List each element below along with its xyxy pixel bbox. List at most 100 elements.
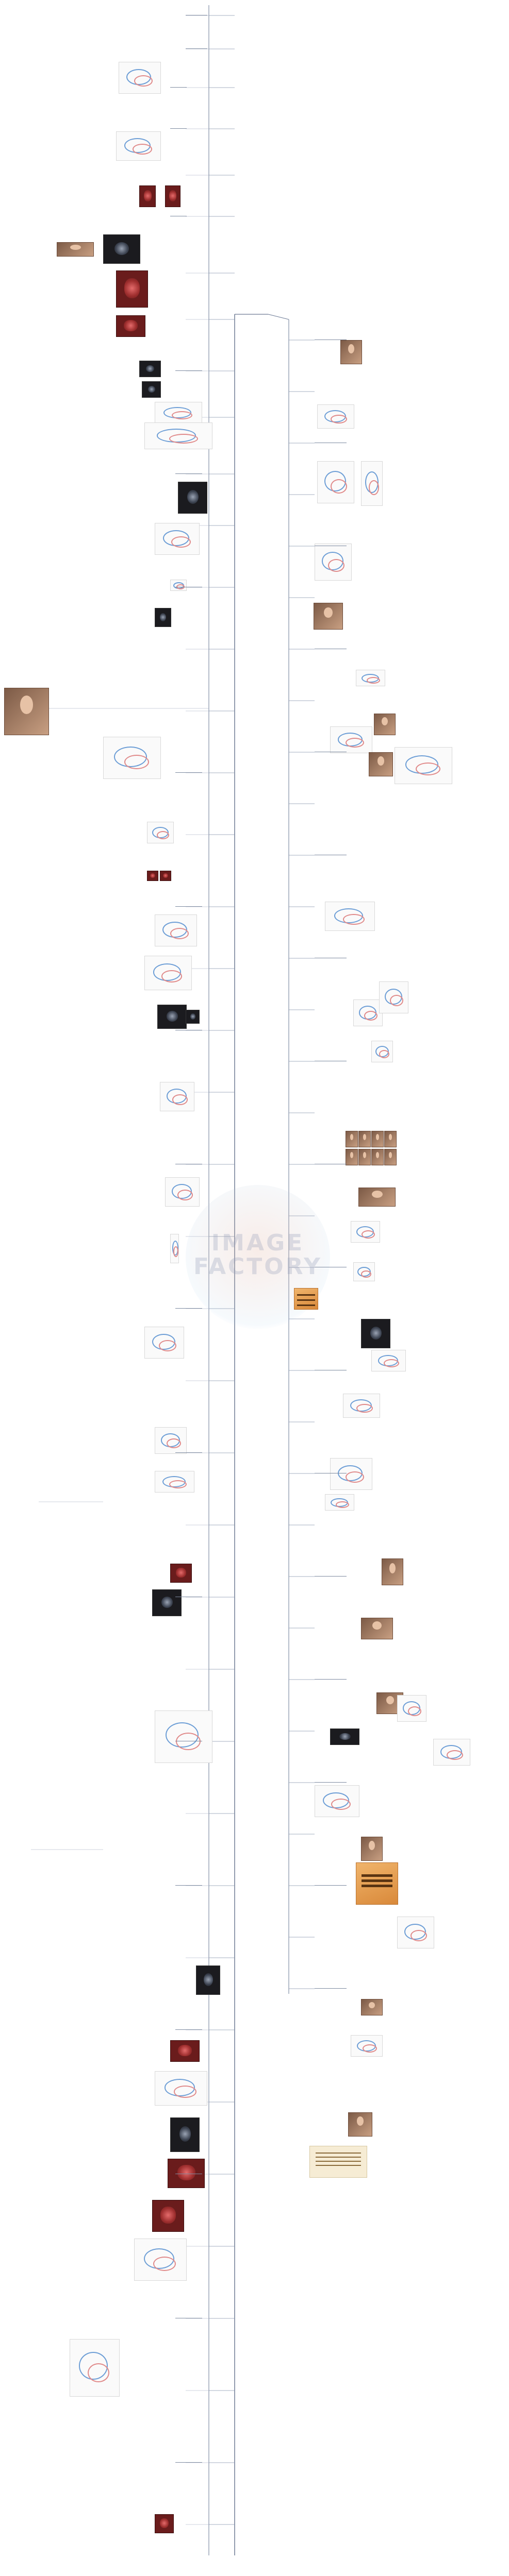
- thumb-ct-2: [186, 1010, 200, 1024]
- thumb-skull-xray: [196, 1965, 220, 1995]
- thumb-blue-ear: [330, 1458, 372, 1490]
- mindmap-node: [175, 2026, 202, 2030]
- thumb-face-1: [346, 1131, 358, 1147]
- thumb-cortex-stain: [168, 2159, 205, 2188]
- mindmap-node: [315, 1470, 347, 1473]
- mindmap-node: [315, 1367, 347, 1370]
- thumb-retina-photo-2: [165, 185, 180, 207]
- thumb-eye-sketch: [397, 1695, 426, 1722]
- thumb-labels-table: [371, 1350, 406, 1371]
- thumb-wave-sketch: [160, 1082, 194, 1111]
- thumb-face-2: [358, 1131, 371, 1147]
- thumb-grid-diagram: [144, 956, 192, 990]
- thumb-dots-diagram: [103, 737, 161, 779]
- thumb-ear-photo: [314, 603, 343, 630]
- thumb-flow-1: [351, 1221, 380, 1243]
- thumb-curve-sketch: [397, 1917, 434, 1948]
- mindmap-node: [315, 955, 347, 958]
- thumb-inner-ear: [317, 404, 354, 429]
- thumb-eye-diagram-2: [116, 131, 161, 161]
- thumb-coil: [155, 1427, 187, 1454]
- thumb-mri-2: [142, 381, 161, 398]
- thumb-skull-sketch: [379, 981, 408, 1013]
- thumb-blue-sketch: [351, 2035, 383, 2057]
- thumb-face-7: [371, 1149, 384, 1165]
- thumb-hand-photo: [358, 1188, 396, 1207]
- thumb-ear-external: [340, 340, 362, 364]
- thumb-cream-note: [309, 2146, 367, 2178]
- thumb-eye-anatomy: [116, 270, 148, 308]
- thumb-pink-diagram: [433, 1739, 470, 1766]
- thumb-small-icons: [325, 1494, 354, 1511]
- thumb-notes-blue: [330, 726, 372, 753]
- thumb-flow-2: [353, 1262, 375, 1281]
- thumb-mid-diagram: [147, 822, 174, 843]
- mindmap-node: [170, 125, 187, 129]
- mindmap-node: [315, 1573, 347, 1577]
- thumb-pillar: [170, 1234, 179, 1263]
- right-spine-top: [268, 314, 289, 320]
- mindmap-node: [315, 1779, 347, 1783]
- thumb-woman-photo: [361, 1837, 383, 1861]
- mindmap-node: [175, 903, 202, 907]
- mindmap-node: [170, 213, 187, 216]
- thumb-face-photo-bottom: [348, 2112, 372, 2137]
- mindmap-node: [175, 1305, 202, 1309]
- thumb-ear-anatomy: [4, 688, 49, 735]
- thumb-ear-closeup: [382, 1558, 403, 1585]
- mindmap-node: [315, 1161, 347, 1164]
- thumb-graph-1: [155, 914, 197, 946]
- thumb-cortex-scan: [170, 2117, 200, 2152]
- mindmap-node: [315, 1985, 347, 1989]
- thumb-retina-dark: [178, 482, 207, 514]
- mindmap-node: [175, 1882, 202, 1886]
- mindmap-node: [175, 584, 202, 587]
- thumb-head-bottom: [155, 2514, 174, 2533]
- thumb-sketch-long: [155, 402, 202, 423]
- mindmap-node: [315, 1676, 347, 1680]
- thumb-sound-sketch: [371, 1041, 393, 1062]
- thumb-brain-2: [160, 871, 171, 881]
- thumb-brain-cut: [170, 2040, 200, 2062]
- thumb-freq-chart: [317, 461, 354, 503]
- thumb-text-dark: [330, 1728, 359, 1745]
- thumb-animal-photo: [369, 752, 393, 776]
- thumb-ct-1: [157, 1005, 187, 1029]
- mindmap-node: [315, 852, 347, 855]
- mindmap-node: [175, 2459, 202, 2463]
- thumb-child-photo: [361, 1999, 383, 2015]
- thumb-face-5: [346, 1149, 358, 1165]
- thumb-eye-diagram-1: [119, 62, 161, 94]
- thumb-split-diagram: [155, 1471, 194, 1493]
- mindmap-node: [315, 1264, 347, 1267]
- thumb-brain-1: [147, 871, 158, 881]
- mindmap-node: [175, 2171, 202, 2174]
- mindmap-node: [175, 2315, 202, 2318]
- thumb-snail-shell: [294, 1288, 318, 1310]
- mindmap-node: [315, 336, 347, 340]
- thumb-eye-photo: [361, 1618, 393, 1639]
- thumb-cochlea-sketch: [353, 999, 383, 1026]
- thumb-diagram-color: [155, 523, 200, 555]
- thumb-side-diagram: [165, 1177, 200, 1207]
- mindmap-node: [170, 84, 187, 88]
- thumb-triangle-diagram: [144, 1327, 184, 1359]
- mindmap-node: [186, 45, 207, 49]
- thumb-face-6: [358, 1149, 371, 1165]
- mindmap-node: [315, 646, 347, 649]
- mindmap-node: [175, 470, 202, 474]
- thumb-red-sketch: [155, 2071, 207, 2106]
- thumb-fundus-dark: [103, 234, 140, 264]
- thumb-face-3: [371, 1131, 384, 1147]
- thumb-photo-dark-small: [155, 608, 171, 627]
- thumb-ear-notes: [343, 1394, 380, 1418]
- thumb-mri-1: [139, 361, 161, 377]
- mindmap-node: [175, 1738, 202, 1741]
- thumb-connect-diagram: [134, 2239, 187, 2281]
- mindmap-node: [315, 1058, 347, 1061]
- thumb-photo-strip: [57, 242, 94, 257]
- thumb-brain-top: [152, 2200, 184, 2232]
- thumb-yellow-notes: [315, 1785, 359, 1817]
